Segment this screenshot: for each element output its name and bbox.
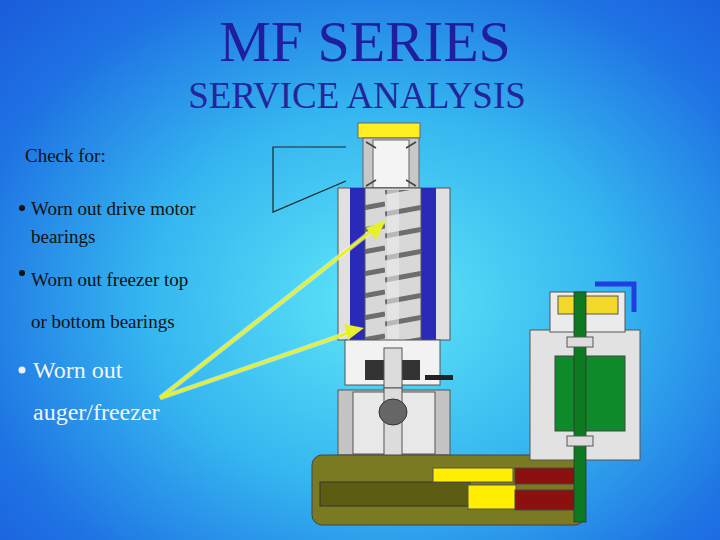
gearbox [312,455,585,525]
auger-flights [365,190,421,348]
bullet-dot [19,367,26,374]
top-cap [358,123,420,138]
motor-shaft [574,292,586,522]
gear [433,468,513,482]
check-item: Worn out freezer top or bottom bearings [31,259,204,343]
motor-hook [595,284,634,312]
bearing-lines [366,142,416,186]
motor-bearing [567,337,593,347]
motor-rotor [555,356,625,431]
motor-top-bearing [558,296,618,314]
top-bearing [373,140,409,188]
check-item: Worn out drive motor bearings [31,195,204,251]
motor-fan [550,292,625,332]
auger-shaft [387,190,399,348]
lower-shaft [384,348,402,388]
upper-housing [363,138,419,190]
auger-column [365,188,421,348]
motor-bearing [567,436,593,446]
gear [468,485,516,509]
gear [320,482,470,506]
evaporator-band [350,188,365,340]
drain-tube [425,375,453,380]
coupling [379,399,407,425]
pointer-arrows [160,220,386,398]
slide-subtitle: SERVICE ANALYSIS [188,74,526,117]
bullet-dot [19,270,25,276]
bracket-line [273,147,346,212]
check-item: Worn out auger/freezer [33,349,173,433]
bullet-dot [19,205,25,211]
slide-title: MF SERIES [219,8,511,75]
evaporator-band [421,188,436,340]
note-heading: Check for: [25,145,106,167]
